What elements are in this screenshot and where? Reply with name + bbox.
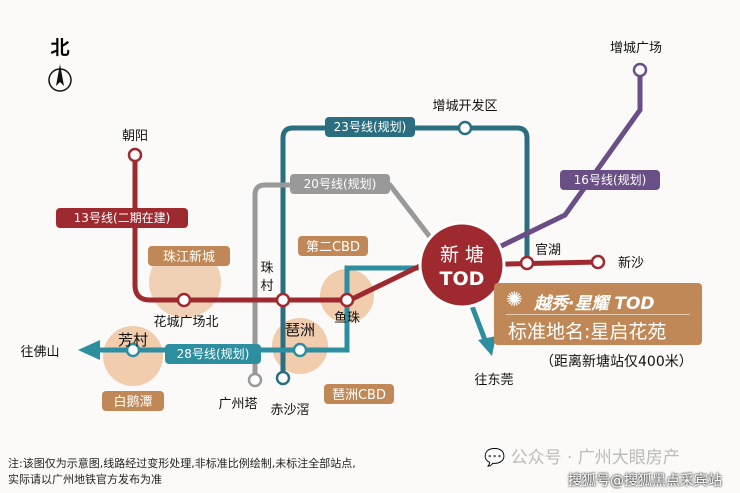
yuzhu-label: 鱼珠: [334, 310, 360, 326]
guangzhouta-label: 广州塔: [218, 397, 257, 412]
note-line-2: 实际请以广州地铁官方发布为准: [8, 473, 162, 486]
station-chishajiao: [275, 370, 291, 386]
project-promo-card: ✺ 越秀·星耀 TOD 标准地名:星启花苑: [494, 283, 702, 345]
guanhu-label: 官湖: [535, 242, 561, 258]
line-13-label: 13号线(二期在建): [74, 211, 171, 225]
wechat-icon: 💬: [484, 448, 506, 468]
pazhou-label: 琶洲: [285, 321, 315, 339]
station-zengcheng-gc: [632, 62, 648, 78]
line-28-label: 28号线(规划): [177, 346, 250, 361]
chishajiao-label: 赤沙滘: [270, 403, 309, 418]
promo-name: 标准地名:星启花苑: [508, 321, 667, 343]
huacheng-label: 花城广场北: [153, 314, 218, 330]
foshan-arrow-icon: [78, 340, 100, 360]
wechat-watermark: 💬 公众号 · 广州大眼房产: [484, 448, 680, 468]
zengcheng-gc-label: 增城广场: [610, 41, 662, 56]
line-16-label: 16号线(规划): [574, 172, 647, 187]
hub-label-2: TOD: [440, 268, 485, 290]
station-chaoyang: [127, 147, 143, 163]
station-guanhu: [519, 255, 535, 271]
promo-logo-text: 越秀·星耀 TOD: [534, 294, 655, 314]
dongguan-arrow-icon: [478, 336, 496, 356]
zhujiang-label: 珠江新城: [163, 249, 215, 265]
station-zhucun: [275, 292, 291, 308]
station-xinsha: [590, 254, 606, 270]
sohu-watermark: 搜狐号@搜狐黑点采宾站: [568, 473, 722, 489]
line-20: [252, 182, 442, 380]
dongguan-label: 往东莞: [474, 373, 513, 388]
disclaimer-note: 注:该图仅为示意图,线路经过变形处理,非标准比例绘制,未标注全部站点, 实际请以…: [8, 456, 356, 488]
line-23-label: 23号线(规划): [334, 119, 407, 134]
foshan-label: 往佛山: [20, 345, 59, 360]
promo-distance: （距离新塘站仅400米）: [540, 354, 693, 370]
station-zengcheng-kfq: [457, 120, 473, 136]
promo-divider: [506, 314, 690, 315]
zhucun-label-1: 珠: [260, 261, 273, 276]
wechat-watermark-text: 公众号 · 广州大眼房产: [510, 448, 680, 468]
hub-label-1: 新 塘: [440, 244, 484, 266]
pazhou-cbd-label: 琶洲CBD: [332, 388, 386, 403]
zengcheng-kfq-label: 增城开发区: [432, 98, 497, 114]
baietan-label: 白鹅潭: [113, 394, 152, 410]
station-pazhou: [292, 342, 308, 358]
zhucun-label-2: 村: [260, 279, 273, 294]
fangcun-label: 芳村: [118, 331, 148, 349]
line-16: [460, 70, 643, 268]
xinsha-label: 新沙: [618, 255, 644, 271]
line-20-label: 20号线(规划): [304, 176, 377, 191]
north-arrow-icon: [56, 64, 64, 86]
station-guangzhouta: [247, 372, 263, 388]
chaoyang-label: 朝阳: [122, 129, 148, 144]
sunburst-logo-icon: ✺: [506, 287, 523, 311]
note-line-1: 注:该图仅为示意图,线路经过变形处理,非标准比例绘制,未标注全部站点,: [8, 457, 356, 470]
station-fangcun: [125, 342, 141, 358]
station-huacheng: [176, 292, 192, 308]
station-yuzhu: [339, 292, 355, 308]
north-label: 北: [50, 37, 69, 59]
cbd2-label: 第二CBD: [306, 240, 360, 255]
xintang-tod-hub: [418, 221, 506, 309]
